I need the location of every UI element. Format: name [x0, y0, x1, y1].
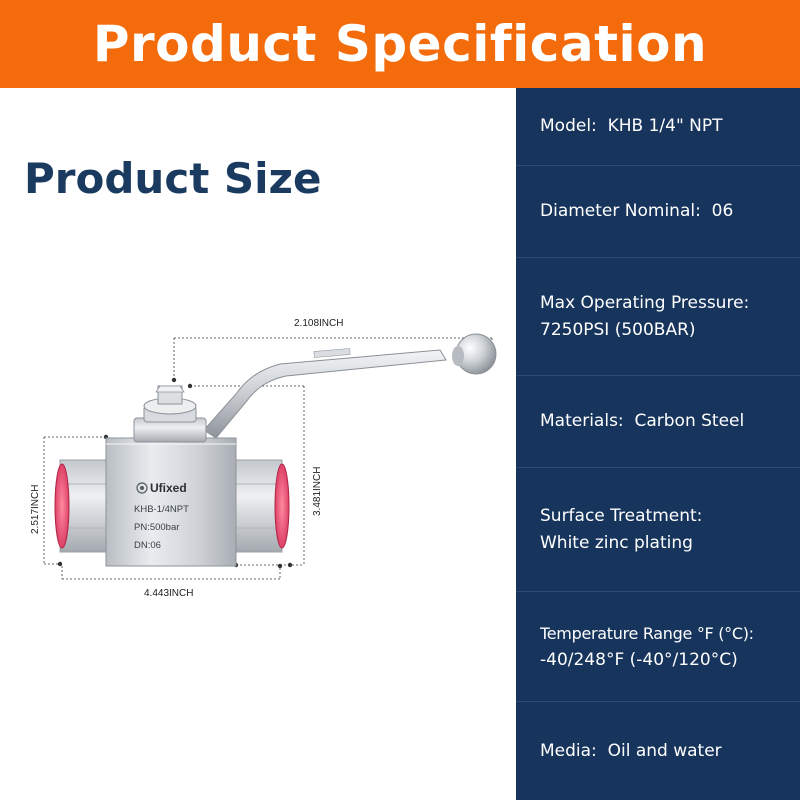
spec-temperature-label: Temperature Range °F (°C): — [540, 623, 754, 643]
spec-panel: Model: KHB 1/4" NPT Diameter Nominal: 06… — [516, 88, 800, 800]
spec-temperature: Temperature Range °F (°C): -40/248°F (-4… — [516, 591, 800, 701]
engraving-brand: Ufixed — [150, 481, 187, 495]
total-height-label: 3.481INCH — [312, 467, 323, 516]
spec-diameter-label: Diameter Nominal: — [540, 201, 701, 221]
ball-valve-illustration: Ufixed KHB-1/4NPT PN:500bar DN:06 — [54, 333, 497, 567]
spec-diameter: Diameter Nominal: 06 — [516, 165, 800, 257]
spec-pressure-label: Max Operating Pressure: — [540, 292, 750, 313]
spec-model-value: KHB 1/4" NPT — [607, 116, 723, 136]
spec-model: Model: KHB 1/4" NPT — [516, 88, 800, 165]
engraving-pressure: PN:500bar — [134, 522, 179, 533]
body-height-label: 2.517INCH — [30, 485, 41, 534]
valve-diagram: 2.108INCH 3.481INCH 2.517INCH — [30, 318, 497, 599]
spec-surface-label: Surface Treatment: — [540, 505, 703, 526]
spec-pressure-value: 7250PSI (500BAR) — [540, 319, 696, 340]
body-length-dimension: 4.443INCH — [61, 562, 293, 599]
spec-surface-value: White zinc plating — [540, 532, 693, 553]
engraving-diameter: DN:06 — [134, 540, 161, 551]
spec-model-label: Model: — [540, 116, 597, 136]
spec-media: Media: Oil and water — [516, 701, 800, 800]
spec-materials-value: Carbon Steel — [634, 411, 745, 431]
spec-materials-label: Materials: — [540, 411, 624, 431]
handle-length-label: 2.108INCH — [294, 318, 343, 329]
page-title: Product Specification — [92, 15, 708, 73]
engraving-model: KHB-1/4NPT — [134, 504, 189, 515]
spec-temperature-value: -40/248°F (-40°/120°C) — [540, 649, 738, 670]
body-length-label: 4.443INCH — [144, 588, 193, 599]
header-banner: Product Specification — [0, 0, 800, 88]
product-size-title: Product Size — [24, 154, 322, 203]
spec-media-value: Oil and water — [607, 740, 722, 761]
spec-pressure: Max Operating Pressure: 7250PSI (500BAR) — [516, 257, 800, 375]
spec-surface: Surface Treatment: White zinc plating — [516, 467, 800, 591]
spec-diameter-value: 06 — [711, 201, 734, 221]
product-size-section: Product Size — [0, 88, 516, 800]
spec-materials: Materials: Carbon Steel — [516, 375, 800, 467]
spec-media-label: Media: — [540, 740, 597, 761]
